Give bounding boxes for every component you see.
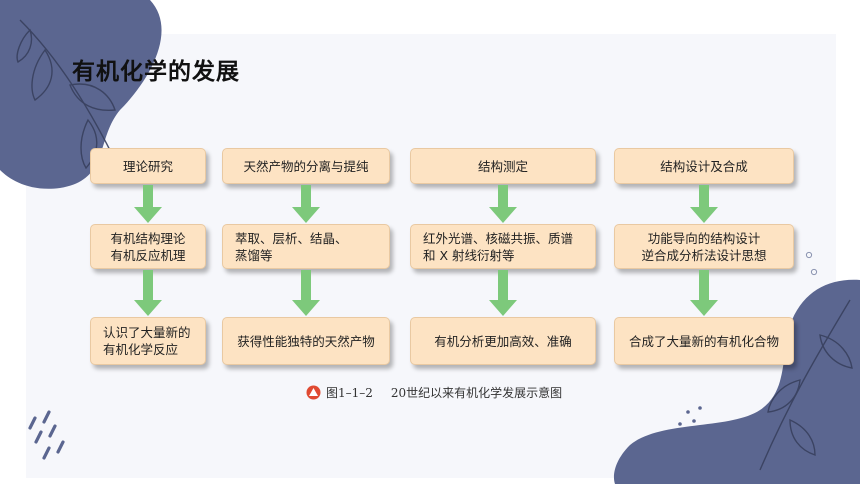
caption-text: 20世纪以来有机化学发展示意图	[390, 386, 563, 400]
small-circle-icon	[810, 268, 818, 276]
bottom-right-blob	[613, 279, 860, 484]
top-left-blob	[0, 0, 162, 189]
small-circle-icon	[805, 251, 813, 259]
col1-bottom-box: 认识了大量新的 有机化学反应	[90, 317, 206, 365]
leaf-branch-icon	[16, 19, 116, 170]
down-arrow-icon	[690, 185, 718, 223]
down-arrow-icon	[489, 185, 517, 223]
figure-caption: 图1–1–2 20世纪以来有机化学发展示意图	[306, 384, 562, 401]
down-arrow-icon	[292, 270, 320, 316]
col2-middle-box: 萃取、层析、结晶、 蒸馏等	[222, 224, 390, 269]
col2-bottom-box: 获得性能独特的天然产物	[222, 317, 390, 365]
col4-header-box: 结构设计及合成	[614, 148, 794, 184]
page-title: 有机化学的发展	[72, 59, 240, 85]
dash-pattern-icon	[28, 410, 65, 460]
down-arrow-icon	[134, 270, 162, 316]
col3-middle-box: 红外光谱、核磁共振、质谱 和 X 射线衍射等	[410, 224, 596, 269]
down-arrow-icon	[292, 185, 320, 223]
col1-middle-box: 有机结构理论 有机反应机理	[90, 224, 206, 269]
col3-bottom-box: 有机分析更加高效、准确	[410, 317, 596, 365]
col1-header-box: 理论研究	[90, 148, 206, 184]
caption-number: 图1–1–2	[326, 386, 373, 400]
col3-header-box: 结构测定	[410, 148, 596, 184]
col4-bottom-box: 合成了大量新的有机化合物	[614, 317, 794, 365]
col4-middle-box: 功能导向的结构设计 逆合成分析法设计思想	[614, 224, 794, 269]
caption-marker-icon	[306, 385, 321, 400]
dot-pattern-icon	[678, 406, 702, 426]
col2-header-box: 天然产物的分离与提纯	[222, 148, 390, 184]
down-arrow-icon	[690, 270, 718, 316]
down-arrow-icon	[489, 270, 517, 316]
leaf-branch-icon	[759, 299, 853, 471]
down-arrow-icon	[134, 185, 162, 223]
